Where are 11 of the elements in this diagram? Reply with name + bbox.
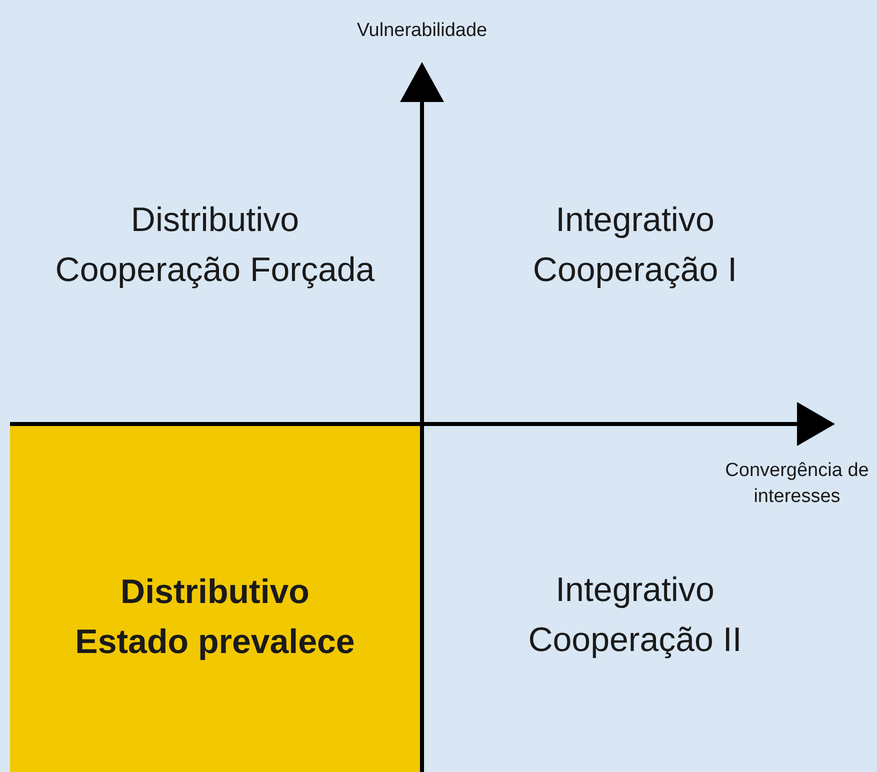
axis-label: Vulnerabilidade <box>356 19 488 43</box>
quadrant-heading: Integrativo <box>556 200 714 241</box>
quadrant-subtitle: Cooperação Forçada <box>55 250 375 291</box>
quadrant-subtitle: Cooperação II <box>528 620 742 661</box>
quadrant-heading: Distributivo <box>130 200 300 241</box>
quadrant-heading: Distributivo <box>120 572 310 613</box>
axis-label: Convergência de interesses <box>724 459 870 509</box>
quadrant-subtitle: Cooperação I <box>532 250 738 291</box>
quadrant-subtitle: Estado prevalece <box>75 622 355 663</box>
quadrant-box <box>10 424 420 772</box>
quadrant-heading: Integrativo <box>556 570 714 611</box>
